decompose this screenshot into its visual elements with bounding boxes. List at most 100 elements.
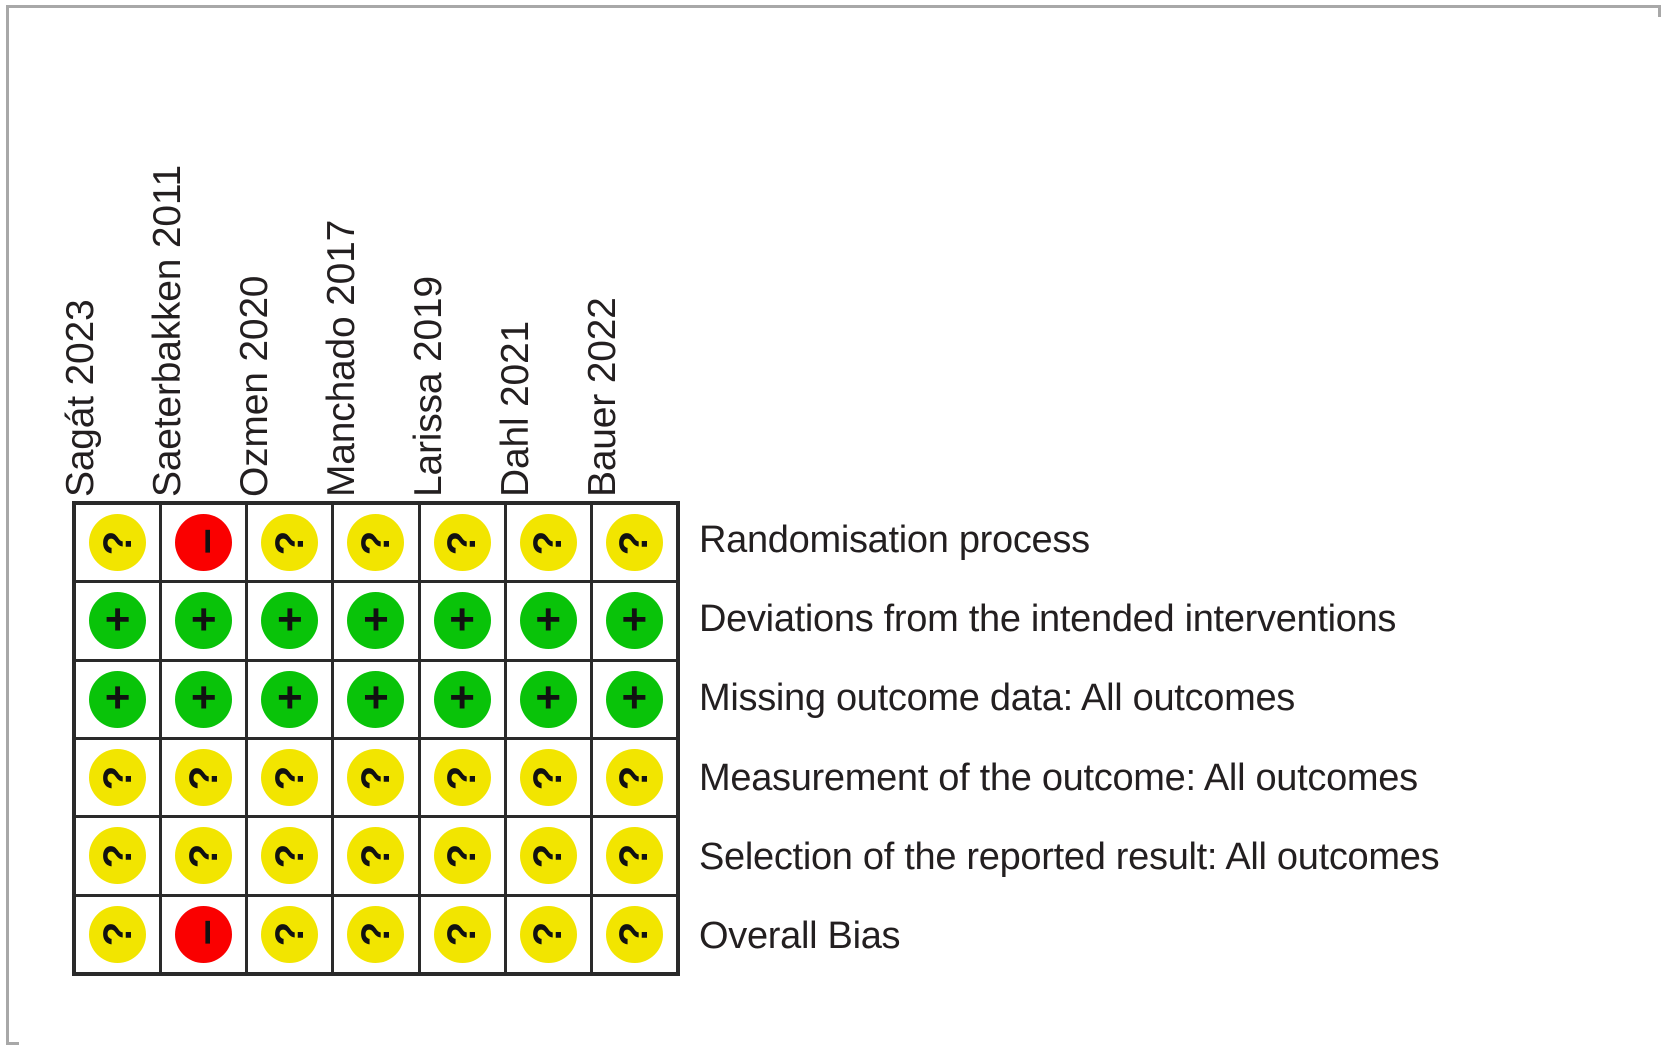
judgement-cell[interactable]: ? (334, 818, 421, 894)
judgement-glyph: + (535, 595, 562, 645)
judgement-cell[interactable]: ? (507, 739, 593, 816)
judgement-cell[interactable]: ? (248, 896, 335, 972)
judgement-cell[interactable]: ? (76, 739, 163, 816)
judgement-low-icon: + (605, 592, 663, 650)
judgement-some-concerns-icon: ? (347, 514, 405, 572)
judgement-cell[interactable]: ? (248, 505, 335, 581)
judgement-cell[interactable]: – (162, 505, 249, 581)
judgement-some-concerns-icon: ? (605, 827, 663, 885)
figure-canvas: Sagát 2023 Saeterbakken 2011 Ozmen 2020 Man… (19, 17, 1666, 1049)
judgement-cell[interactable]: ? (507, 505, 593, 581)
judgement-cell[interactable]: ? (421, 896, 507, 972)
judgement-cell[interactable]: ? (76, 818, 163, 894)
judgement-cell[interactable]: ? (421, 739, 507, 816)
judgement-some-concerns-icon: ? (433, 827, 491, 885)
table-row: ?–????? (76, 505, 676, 584)
judgement-glyph: + (621, 595, 648, 645)
judgement-cell[interactable]: ? (593, 897, 676, 972)
judgement-glyph: ? (526, 530, 571, 555)
study-header-label: Manchado 2017 (319, 219, 363, 497)
judgement-cell[interactable]: + (76, 661, 163, 737)
judgement-glyph: + (276, 673, 303, 723)
study-header-label: Sagát 2023 (59, 299, 103, 497)
judgement-cell[interactable]: ? (248, 739, 335, 816)
judgement-glyph: + (621, 673, 648, 723)
judgement-cell[interactable]: – (162, 896, 249, 972)
judgement-cell[interactable]: ? (76, 505, 163, 581)
judgement-some-concerns-icon: ? (261, 514, 319, 572)
judgement-some-concerns-icon: ? (261, 905, 319, 963)
judgement-glyph: ? (526, 922, 571, 947)
judgement-low-icon: + (519, 592, 577, 650)
judgement-cell[interactable]: + (593, 583, 676, 658)
domain-label: Measurement of the outcome: All outcomes (699, 756, 1418, 799)
judgement-glyph: ? (440, 765, 485, 790)
judgement-glyph: ? (267, 765, 312, 790)
judgement-cell[interactable]: ? (593, 505, 676, 580)
judgement-low-icon: + (347, 592, 405, 650)
judgement-some-concerns-icon: ? (433, 905, 491, 963)
judgement-glyph: ? (440, 530, 485, 555)
study-header-7: Bauer 2022 (581, 42, 680, 497)
judgement-cell[interactable]: ? (593, 818, 676, 893)
judgement-glyph: ? (612, 922, 657, 947)
study-header-label: Ozmen 2020 (233, 275, 277, 497)
judgement-glyph: + (104, 595, 131, 645)
judgement-some-concerns-icon: ? (261, 827, 319, 885)
judgement-cell[interactable]: ? (421, 505, 507, 581)
judgement-cell[interactable]: + (507, 583, 593, 659)
judgement-glyph: ? (353, 922, 398, 947)
judgement-some-concerns-icon: ? (89, 827, 147, 885)
judgement-glyph: ? (95, 530, 140, 555)
judgement-cell[interactable]: + (248, 583, 335, 659)
judgement-some-concerns-icon: ? (261, 749, 319, 807)
judgement-low-icon: + (261, 670, 319, 728)
judgement-cell[interactable]: + (421, 661, 507, 737)
judgement-cell[interactable]: ? (334, 505, 421, 581)
judgement-cell[interactable]: ? (421, 818, 507, 894)
table-row: +++++++ (76, 661, 676, 740)
judgement-glyph: + (363, 595, 389, 645)
study-header-row: Sagát 2023 Saeterbakken 2011 Ozmen 2020 Man… (59, 42, 680, 497)
judgement-cell[interactable]: ? (76, 896, 163, 972)
judgement-cell[interactable]: + (334, 583, 421, 659)
judgement-glyph: ? (267, 843, 312, 869)
domain-label: Randomisation process (699, 519, 1090, 562)
judgement-low-icon: + (347, 670, 405, 728)
judgement-cell[interactable]: ? (248, 818, 335, 894)
judgement-glyph: ? (526, 843, 571, 869)
judgement-cell[interactable]: + (76, 583, 163, 659)
judgement-cell[interactable]: ? (593, 740, 676, 815)
judgement-some-concerns-icon: ? (89, 905, 147, 963)
judgement-cell[interactable]: + (334, 661, 421, 737)
judgement-low-icon: + (433, 592, 491, 650)
judgement-glyph: ? (95, 765, 140, 790)
judgement-cell[interactable]: + (248, 661, 335, 737)
judgement-cell[interactable]: + (507, 661, 593, 737)
study-header-label: Saeterbakken 2011 (146, 165, 190, 497)
table-row: ??????? (76, 818, 676, 897)
judgement-cell[interactable]: + (593, 662, 676, 737)
judgement-glyph: + (363, 673, 389, 723)
judgement-cell[interactable]: ? (507, 896, 593, 972)
judgement-glyph: ? (526, 765, 571, 790)
judgement-high-icon: – (175, 514, 233, 572)
judgement-cell[interactable]: ? (334, 739, 421, 816)
study-header-label: Larissa 2019 (406, 276, 450, 497)
table-row: + + + + + + + (76, 583, 676, 662)
judgement-high-icon: – (175, 905, 233, 963)
judgement-low-icon: + (175, 592, 233, 650)
judgement-some-concerns-icon: ? (175, 749, 233, 807)
judgement-cell[interactable]: ? (162, 818, 249, 894)
judgement-cell[interactable]: + (421, 583, 507, 659)
judgement-low-icon: + (89, 670, 147, 728)
judgement-cell[interactable]: + (162, 583, 249, 659)
study-header-label: Bauer 2022 (580, 297, 624, 497)
judgement-glyph: ? (612, 530, 657, 555)
judgement-cell[interactable]: + (162, 661, 249, 737)
judgement-cell[interactable]: ? (334, 896, 421, 972)
judgement-cell[interactable]: ? (507, 818, 593, 894)
judgement-cell[interactable]: ? (162, 739, 249, 816)
judgement-glyph: + (190, 595, 217, 645)
judgement-some-concerns-icon: ? (519, 827, 577, 885)
